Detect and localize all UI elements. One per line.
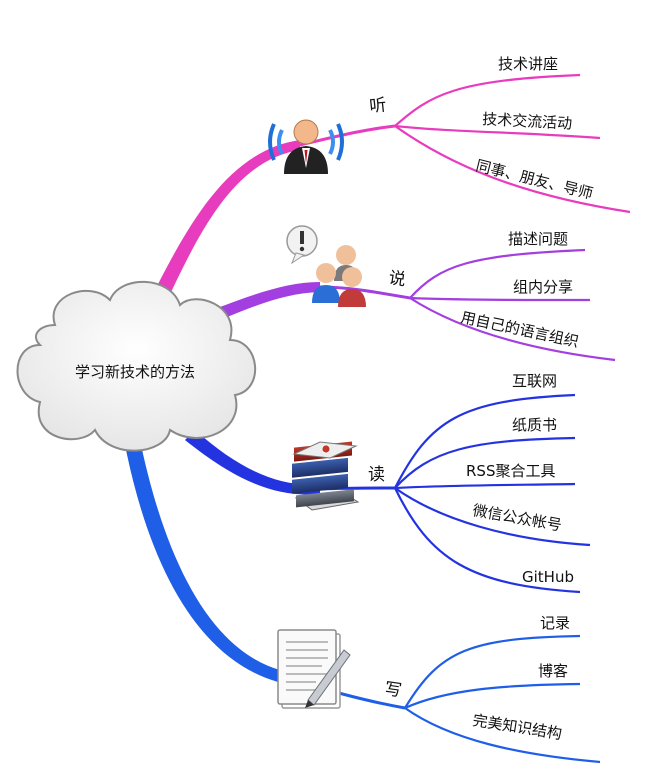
leaf-branches-read xyxy=(394,393,591,594)
books-stack-icon xyxy=(292,441,360,511)
leaf-write-3: 完美知识结构 xyxy=(471,711,563,743)
cloud-shape xyxy=(16,280,257,452)
listener-person-icon xyxy=(268,119,344,174)
branch-label-listen: 听 xyxy=(368,95,387,117)
center-node: 学习新技术的方法 xyxy=(16,280,257,452)
leaf-listen-3: 同事、朋友、导师 xyxy=(474,156,595,202)
leaf-branches-listen xyxy=(394,73,631,214)
leaf-branches-write xyxy=(404,634,601,764)
leaf-speak-1: 描述问题 xyxy=(508,230,568,248)
discussion-group-icon xyxy=(286,225,366,307)
leaf-speak-2: 组内分享 xyxy=(513,278,573,296)
branch-label-write: 写 xyxy=(383,679,403,701)
branch-label-speak: 说 xyxy=(387,268,407,290)
leaf-write-1: 记录 xyxy=(540,614,570,632)
leaf-branches-speak xyxy=(409,248,616,362)
leaf-read-4: 微信公众帐号 xyxy=(471,501,563,534)
branch-label-read: 读 xyxy=(368,465,385,485)
leaf-speak-3: 用自己的语言组织 xyxy=(459,308,580,351)
leaf-read-1: 互联网 xyxy=(512,372,557,390)
document-pen-icon xyxy=(277,629,351,709)
leaf-listen-2: 技术交流活动 xyxy=(482,110,573,133)
branch-write-line xyxy=(125,440,280,682)
leaf-read-3: RSS聚合工具 xyxy=(466,462,555,480)
leaf-read-2: 纸质书 xyxy=(512,416,557,434)
leaf-read-5: GitHub xyxy=(522,568,574,586)
leaf-listen-1: 技术讲座 xyxy=(498,55,558,73)
center-label: 学习新技术的方法 xyxy=(75,363,195,381)
leaf-write-2: 博客 xyxy=(538,662,568,680)
branch-listen-line xyxy=(150,140,300,305)
